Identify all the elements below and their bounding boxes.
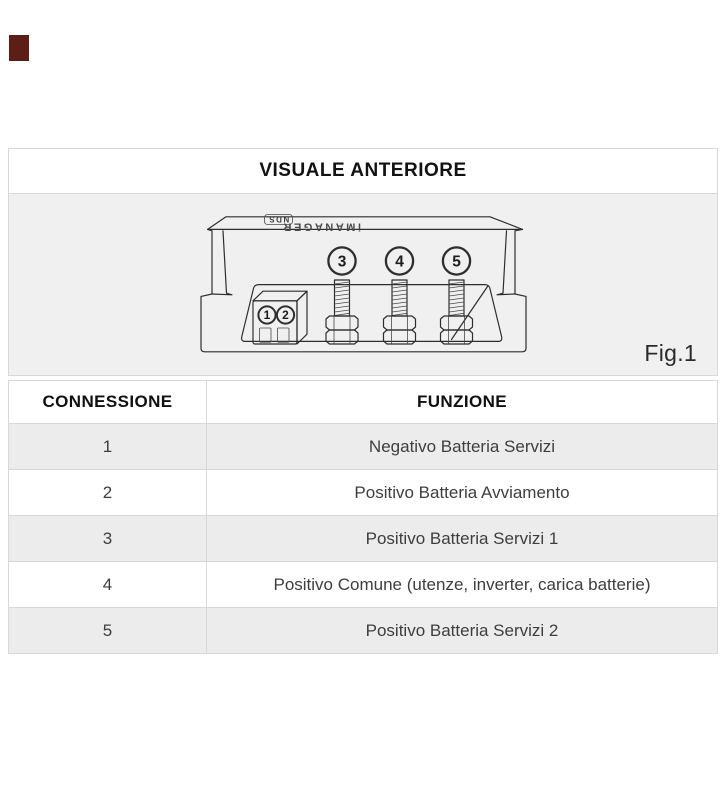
table-header-row: CONNESSIONE FUNZIONE [8,380,718,424]
brand-main-label: iMANAGER [281,221,361,233]
corner-logo-mark [9,35,29,61]
connection-cell: 5 [8,607,207,654]
terminal-4-circle [384,246,415,276]
function-cell: Positivo Batteria Servizi 2 [206,607,718,654]
stud-5 [441,280,473,344]
stud-4 [384,280,416,344]
terminal-5-circle [441,246,472,276]
device-body-outline [200,216,527,353]
front-view-panel: VISUALE ANTERIORE [8,148,718,376]
device-right-pillar [496,230,516,296]
connection-cell: 1 [8,423,207,470]
stud-3 [326,280,358,344]
terminal-3-label: 3 [338,254,347,271]
device-line-drawing: 1 2 3 4 5 NDS iMANAGER [200,214,527,353]
terminal-tray-depth-line [450,285,489,341]
terminal-2-circle [275,305,296,325]
terminal-5-label: 5 [452,254,461,271]
device-left-pillar [211,230,233,296]
terminal-1-circle [257,305,277,325]
function-cell: Positivo Comune (utenze, inverter, caric… [206,561,718,608]
function-cell: Positivo Batteria Avviamento [206,469,718,516]
terminal-1-label: 1 [264,308,271,322]
connection-cell: 2 [8,469,207,516]
terminal-2-label: 2 [282,308,289,322]
terminal-4-label: 4 [395,254,404,271]
header-connessione: CONNESSIONE [8,380,207,424]
function-cell: Positivo Batteria Servizi 1 [206,515,718,562]
connection-cell: 4 [8,561,207,608]
terminal-number-callouts: 3 4 5 [327,246,472,276]
brand-top-label: NDS [268,215,289,224]
terminal-3-circle [327,246,357,276]
device-brand-text: NDS iMANAGER [264,214,361,233]
figure-caption: Fig.1 [644,340,697,366]
function-cell: Negativo Batteria Servizi [206,423,718,470]
header-funzione: FUNZIONE [206,380,718,424]
device-diagram-area: 1 2 3 4 5 NDS iMANAGER Fig. [9,194,717,375]
terminal-block-1-2: 1 2 [252,290,308,345]
connection-cell: 3 [8,515,207,562]
terminal-tray-outline [240,284,503,342]
panel-header: VISUALE ANTERIORE [9,149,717,194]
panel-title: VISUALE ANTERIORE [259,160,467,181]
